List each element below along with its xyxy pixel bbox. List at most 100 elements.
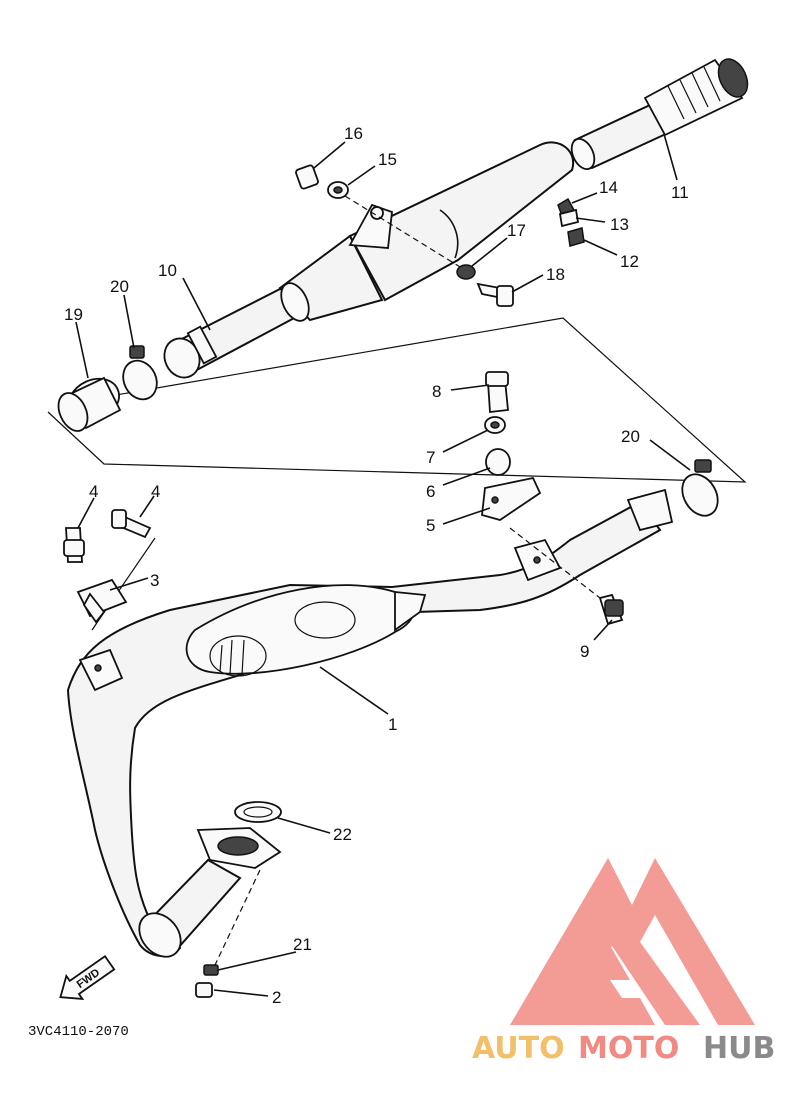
label-21: 21 <box>293 935 312 954</box>
nut-2 <box>195 982 213 998</box>
bracket-3-lower <box>82 592 106 624</box>
label-11: 11 <box>671 183 689 202</box>
leader-5 <box>442 507 491 525</box>
fwd-arrow-icon <box>59 954 116 1000</box>
muffler-body-seam <box>439 209 459 259</box>
label-20b: 20 <box>621 427 640 446</box>
watermark-logo-shape <box>510 858 755 1025</box>
leader-9 <box>593 619 613 641</box>
exhaust-chamber-line-1 <box>219 644 223 673</box>
leader-14 <box>571 192 598 204</box>
leader-10 <box>182 277 211 331</box>
tail-pipe-boot <box>643 58 744 137</box>
washer-17 <box>456 264 476 280</box>
bracket-5-hole <box>491 496 499 504</box>
label-20a: 20 <box>110 277 129 296</box>
mount-dash-line-lower <box>509 527 601 599</box>
leader-4a <box>77 497 95 529</box>
watermark-text: AUTO MOTO HUB <box>472 1031 775 1066</box>
watermark-logo-inner <box>560 942 655 1025</box>
label-4b: 4 <box>151 482 160 501</box>
exhaust-flange-port <box>217 836 259 856</box>
label-1: 1 <box>388 715 397 734</box>
label-17: 17 <box>507 221 526 240</box>
watermark-logo <box>510 858 755 1025</box>
leader-4b <box>139 495 155 518</box>
label-16: 16 <box>344 124 363 143</box>
label-22: 22 <box>333 825 352 844</box>
exhaust-chamber-panel-1 <box>209 635 267 677</box>
bolt-9-head <box>604 599 624 617</box>
screw-12 <box>567 227 585 247</box>
diagram-code: 3VC4110-2070 <box>28 1024 129 1040</box>
collar-16 <box>295 164 319 190</box>
leader-8 <box>450 384 490 391</box>
label-5: 5 <box>426 516 435 535</box>
mount-hardware <box>63 371 624 998</box>
tail-pipe-rib-3 <box>691 72 709 108</box>
collar-7-inner <box>490 421 500 429</box>
grommet-15-inner <box>333 186 343 194</box>
watermark-moto: MOTO <box>578 1031 679 1066</box>
tail-pipe-rib-1 <box>667 85 685 120</box>
leader-2 <box>213 989 269 997</box>
watermark-hub: HUB <box>703 1031 775 1066</box>
fwd-arrow: FWD <box>59 954 116 1000</box>
clamp-20-upper <box>122 359 158 401</box>
leader-lines <box>75 133 691 997</box>
watermark-auto: AUTO <box>472 1031 565 1066</box>
bracket-5 <box>481 476 542 521</box>
label-8: 8 <box>432 382 441 401</box>
leader-13 <box>575 217 606 223</box>
bolt-4-left-head <box>63 539 85 557</box>
clamp-20-upper-screw <box>129 345 145 359</box>
leader-17 <box>471 237 508 267</box>
label-7: 7 <box>426 448 435 467</box>
label-19: 19 <box>64 305 83 324</box>
tail-pipe-outer-end <box>717 58 749 98</box>
stud-dash-line <box>214 869 261 966</box>
tail-pipe-rib-2 <box>679 79 697 114</box>
tail-pipe-rib-4 <box>703 66 721 102</box>
leader-21 <box>217 951 297 971</box>
bolt-18-head <box>496 285 514 307</box>
label-15: 15 <box>378 150 397 169</box>
mount-dash-line <box>344 195 466 271</box>
muffler-assembly <box>163 141 575 379</box>
label-3: 3 <box>150 571 159 590</box>
bolt-8-head <box>485 371 509 387</box>
leader-19 <box>75 321 89 379</box>
exhaust-pipe-assembly <box>66 459 719 958</box>
leader-16 <box>313 141 346 169</box>
exhaust-front-ring <box>138 912 182 958</box>
clamp-20-lower-screw <box>694 459 712 473</box>
leader-6 <box>442 467 491 486</box>
gasket-22 <box>234 801 282 823</box>
leader-20a <box>123 294 135 349</box>
label-12: 12 <box>620 252 639 271</box>
nut-13 <box>558 208 580 228</box>
label-14: 14 <box>599 178 618 197</box>
leader-22 <box>277 817 331 834</box>
muffler-inlet-band <box>186 325 218 365</box>
label-6: 6 <box>426 482 435 501</box>
damper-6 <box>485 448 511 476</box>
label-13: 13 <box>610 215 629 234</box>
tail-pipe-inner-end <box>570 137 596 171</box>
leader-11 <box>663 133 678 181</box>
part-labels: 1 2 3 4 4 5 6 7 8 9 10 11 12 13 14 15 16… <box>64 124 689 1007</box>
exhaust-chamber-panel-2 <box>294 601 356 639</box>
assembly-outline-upper <box>47 317 747 483</box>
leader-18 <box>511 274 544 293</box>
label-2: 2 <box>272 988 281 1007</box>
exhaust-chamber-line-2 <box>229 639 233 676</box>
exhaust-rear-end <box>626 488 674 532</box>
label-9: 9 <box>580 642 589 661</box>
gasket-22-inner <box>243 806 273 818</box>
label-10: 10 <box>158 261 177 280</box>
exhaust-chamber-rear <box>394 591 427 632</box>
tail-pipe-assembly <box>570 58 749 171</box>
muffler-cone-ring <box>280 282 310 322</box>
joint-19-end <box>57 392 89 432</box>
